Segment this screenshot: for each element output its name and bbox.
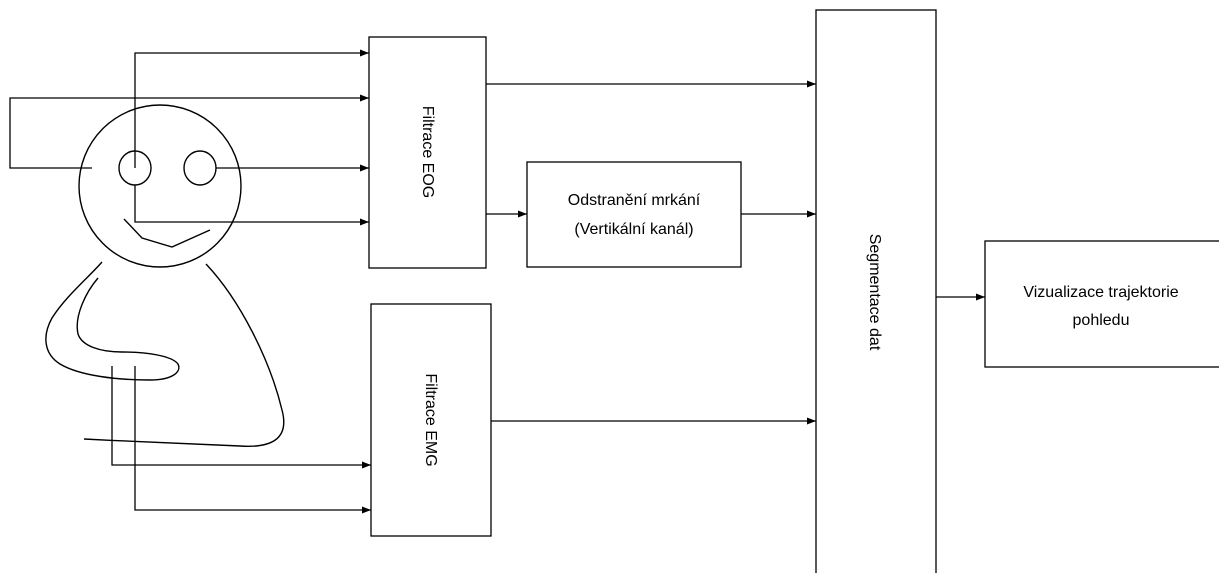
- wire-eog-side: [10, 98, 369, 168]
- block-filter-emg: Filtrace EMG: [371, 304, 491, 536]
- segmentation-label: Segmentace dat: [866, 234, 883, 351]
- wire-emg-lower: [135, 366, 371, 510]
- visualization-label-line2: pohledu: [1073, 312, 1130, 329]
- wire-eog-top: [135, 53, 369, 168]
- person-sketch: [46, 105, 284, 446]
- mouth: [124, 219, 210, 247]
- block-visualization: Vizualizace trajektorie pohledu: [985, 241, 1219, 367]
- visualization-label-line1: Vizualizace trajektorie: [1023, 284, 1178, 301]
- body-left-outline: [46, 262, 179, 380]
- filter-eog-label: Filtrace EOG: [419, 106, 436, 198]
- wire-eog-bottom: [135, 185, 369, 222]
- wire-emg-upper: [112, 366, 371, 465]
- block-filter-eog: Filtrace EOG: [369, 37, 486, 268]
- block-segmentation: Segmentace dat: [816, 10, 936, 573]
- block-blink-removal: Odstranění mrkání (Vertikální kanál): [527, 162, 741, 267]
- emg-electrode-wires: [112, 366, 371, 510]
- eog-electrode-wires: [10, 53, 369, 222]
- blink-removal-label-line2: (Vertikální kanál): [574, 221, 693, 238]
- filter-emg-label: Filtrace EMG: [422, 373, 439, 466]
- right-eye: [184, 151, 216, 185]
- blink-removal-label-line1: Odstranění mrkání: [568, 192, 701, 209]
- body-right-outline: [84, 264, 284, 446]
